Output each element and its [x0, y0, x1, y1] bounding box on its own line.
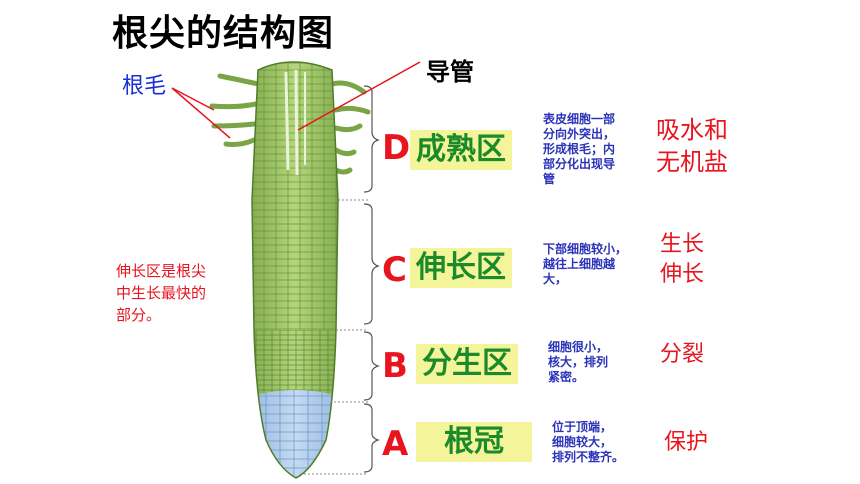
page-title: 根尖的结构图	[112, 13, 335, 54]
zone-c-letter: C	[382, 250, 407, 290]
side-note-line: 伸长区是根尖	[116, 262, 207, 280]
root-hair-label: 根毛	[122, 74, 167, 99]
zone-d-description: 表皮细胞一部 分向外突出， 形成根毛；内 部分化出现导 管	[543, 112, 615, 187]
zone-b-function: 分裂	[660, 340, 704, 370]
zone-a-description: 位于顶端， 细胞较大， 排列不整齐。	[552, 420, 624, 465]
description-line: 紧密。	[548, 370, 585, 384]
description-line: 核大，排列	[548, 355, 609, 369]
zone-boundaries	[300, 199, 368, 475]
zone-b-name: 分生区	[416, 344, 518, 384]
pointer-lines	[171, 61, 421, 139]
zone-b-letter: B	[382, 346, 408, 386]
function-line: 伸长	[660, 262, 705, 287]
zone-d-name: 成熟区	[410, 130, 512, 170]
description-line: 形成根毛；内	[543, 142, 616, 156]
description-line: 细胞很小，	[548, 340, 609, 354]
description-line: 分向外突出，	[543, 127, 616, 141]
function-line: 吸水和	[656, 116, 728, 144]
description-line: 管	[543, 172, 556, 186]
zone-c-name: 伸长区	[410, 248, 512, 288]
zone-d-function: 吸水和 无机盐	[656, 114, 728, 178]
description-line: 大，	[543, 272, 568, 286]
zone-a-name: 根冠	[416, 422, 532, 462]
description-line: 越往上细胞越	[543, 257, 616, 271]
function-line: 分裂	[660, 342, 705, 367]
side-note-line: 部分。	[116, 306, 162, 324]
zone-d-letter: D	[382, 128, 411, 168]
description-line: 表皮细胞一部	[543, 112, 616, 126]
zone-c-description: 下部细胞较小， 越往上细胞越 大，	[543, 242, 627, 287]
zone-brackets	[363, 85, 380, 473]
vessel-label: 导管	[426, 58, 474, 86]
side-note: 伸长区是根尖 中生长最快的 部分。	[116, 260, 206, 326]
description-line: 位于顶端，	[552, 420, 613, 434]
description-line: 下部细胞较小，	[543, 242, 628, 256]
description-line: 细胞较大，	[552, 435, 613, 449]
function-line: 生长	[660, 232, 705, 257]
zone-b-description: 细胞很小， 核大，排列 紧密。	[548, 340, 608, 385]
zone-a-letter: A	[382, 424, 409, 464]
function-line: 保护	[664, 430, 709, 455]
zone-a-function: 保护	[664, 428, 708, 458]
description-line: 部分化出现导	[543, 157, 616, 171]
function-line: 无机盐	[656, 148, 728, 176]
description-line: 排列不整齐。	[552, 450, 625, 464]
side-note-line: 中生长最快的	[116, 284, 207, 302]
zone-c-function: 生长 伸长	[660, 230, 704, 290]
root-body	[252, 62, 338, 478]
